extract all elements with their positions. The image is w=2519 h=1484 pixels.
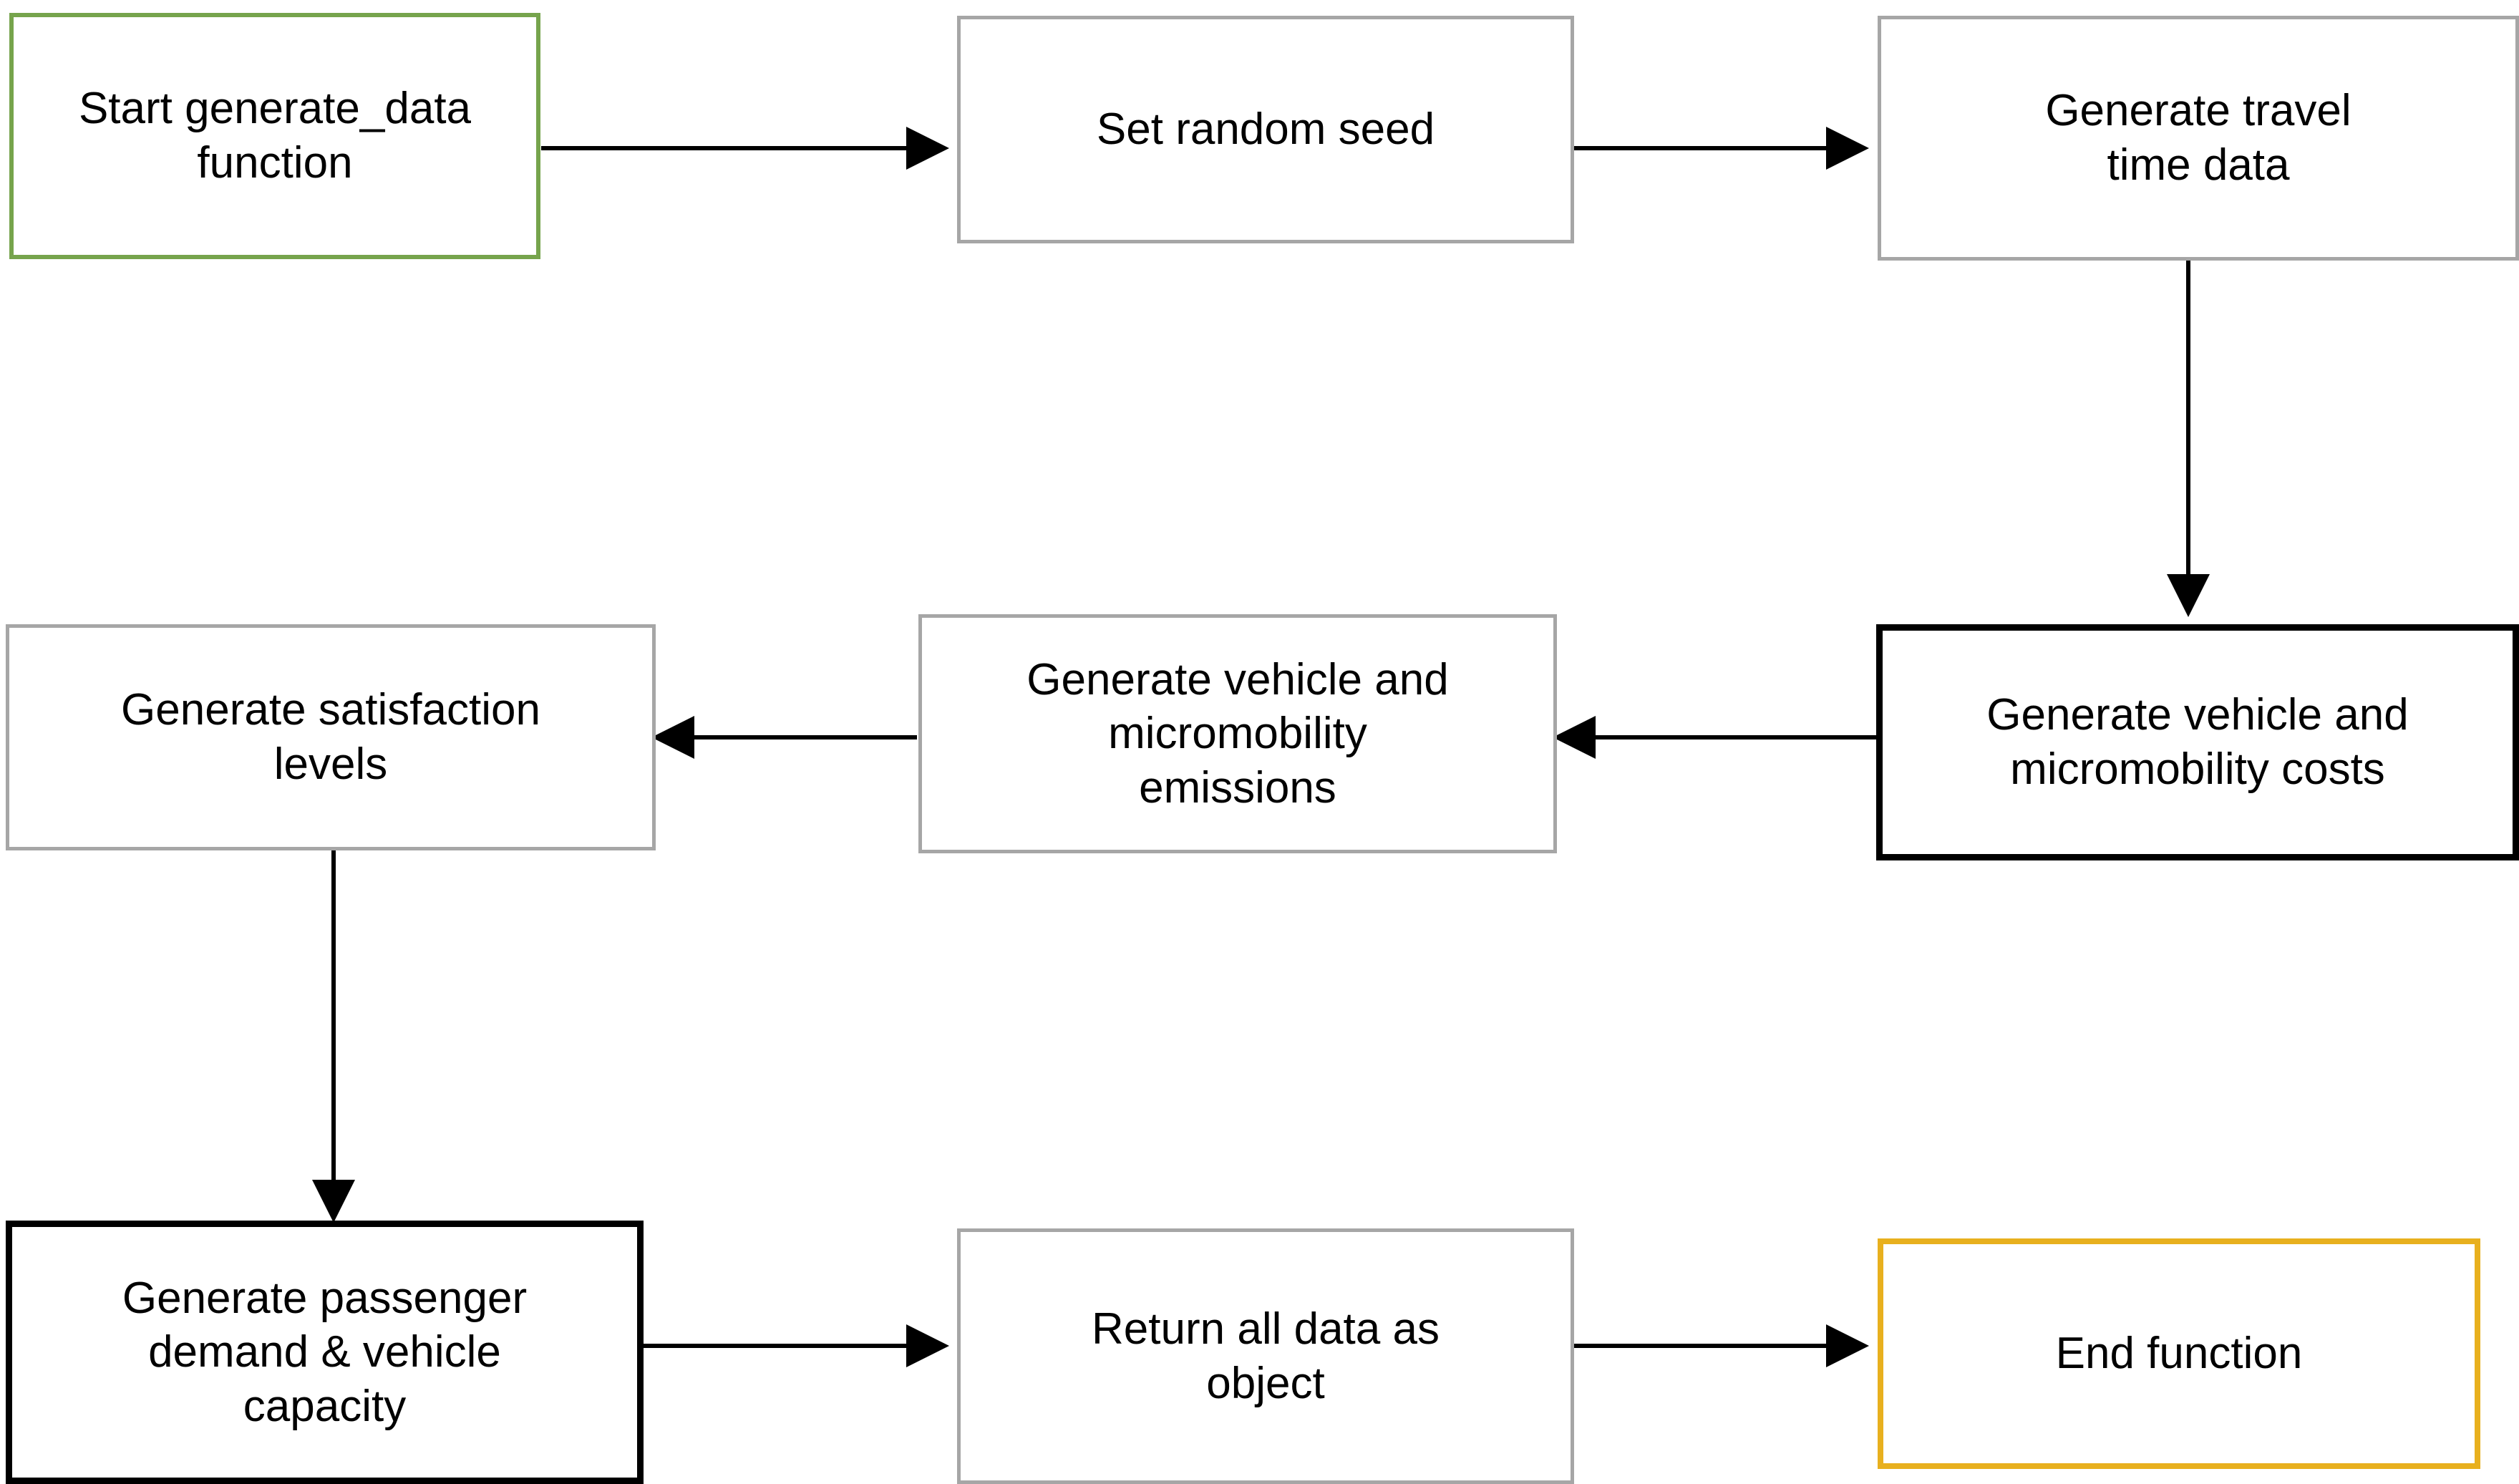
node-generate-satisfaction-levels[interactable]: Generate satisfaction levels (6, 624, 656, 850)
node-generate-emissions-label: Generate vehicle and micromobility emiss… (1026, 654, 1449, 813)
node-generate-travel-time-data[interactable]: Generate travel time data (1878, 16, 2519, 261)
node-end-function-label: End function (2055, 1329, 2303, 1379)
node-start-label: Start generate_data function (78, 84, 472, 188)
node-start[interactable]: Start generate_data function (9, 13, 540, 259)
node-generate-emissions[interactable]: Generate vehicle and micromobility emiss… (918, 614, 1557, 853)
node-generate-costs-label: Generate vehicle and micromobility costs (1986, 690, 2409, 794)
node-set-random-seed-label: Set random seed (1096, 105, 1435, 155)
node-set-random-seed[interactable]: Set random seed (957, 16, 1574, 243)
node-generate-costs[interactable]: Generate vehicle and micromobility costs (1876, 624, 2519, 860)
node-end-function[interactable]: End function (1878, 1238, 2480, 1469)
node-return-all-data[interactable]: Return all data as object (957, 1228, 1574, 1484)
node-generate-demand-capacity-label: Generate passenger demand & vehicle capa… (122, 1273, 528, 1431)
node-return-all-data-label: Return all data as object (1092, 1304, 1440, 1408)
node-generate-demand-capacity[interactable]: Generate passenger demand & vehicle capa… (6, 1221, 644, 1484)
node-generate-satisfaction-levels-label: Generate satisfaction levels (121, 685, 540, 789)
node-generate-travel-time-data-label: Generate travel time data (2045, 86, 2351, 190)
